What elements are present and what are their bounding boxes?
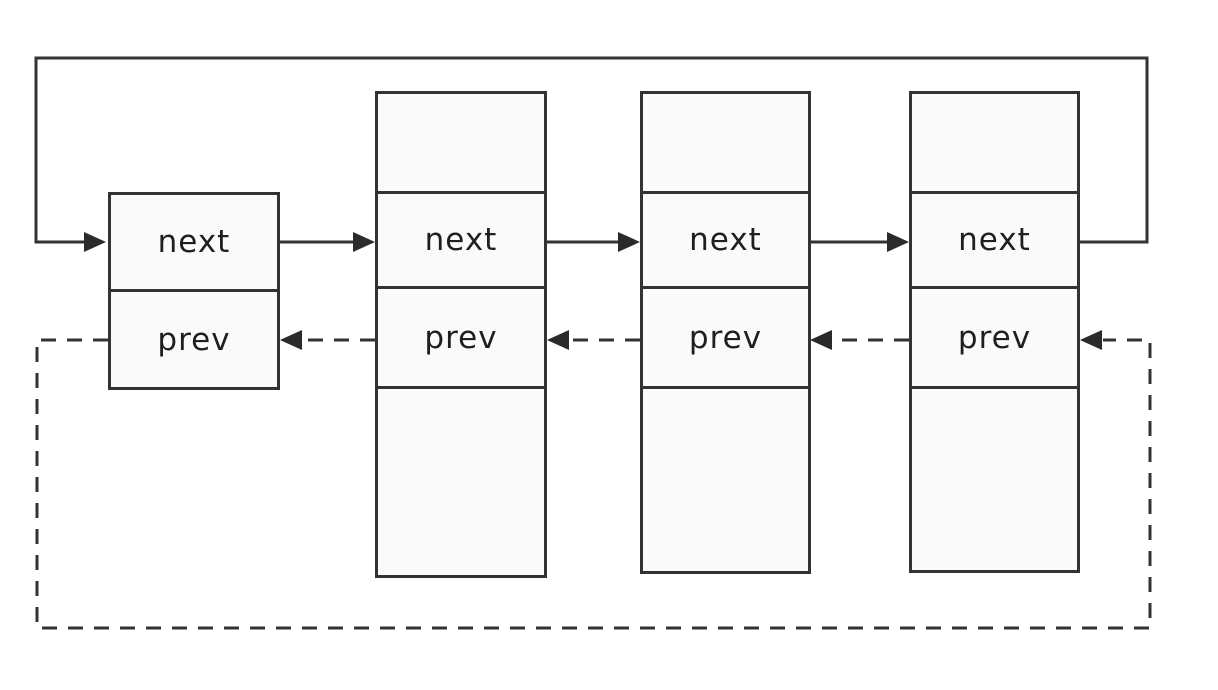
list-node-4: next prev <box>909 91 1080 573</box>
node3-next-label: next <box>689 222 762 258</box>
next-arrowhead-into-node4 <box>887 232 909 252</box>
node3-extra-cell <box>643 386 808 571</box>
next-loop-arrowhead-into-node1 <box>84 232 106 252</box>
node1-prev-label: prev <box>157 321 231 358</box>
node2-prev-cell: prev <box>378 286 544 386</box>
prev-loop-arrowhead-into-node4 <box>1080 330 1102 350</box>
list-node-1: next prev <box>108 192 280 390</box>
node4-next-cell: next <box>912 191 1077 286</box>
node3-prev-cell: prev <box>643 286 808 386</box>
list-node-2: next prev <box>375 91 547 578</box>
node3-data-cell <box>643 94 808 191</box>
node2-data-cell <box>378 94 544 191</box>
node4-extra-cell <box>912 386 1077 570</box>
node2-next-label: next <box>424 222 498 258</box>
node2-extra-cell <box>378 386 544 575</box>
prev-arrowhead-into-node3 <box>810 330 832 350</box>
list-node-3: next prev <box>640 91 811 574</box>
node3-prev-label: prev <box>688 319 763 356</box>
node4-data-cell <box>912 94 1077 191</box>
node1-prev-cell: prev <box>111 289 277 387</box>
node4-prev-label: prev <box>957 319 1032 356</box>
node4-next-label: next <box>958 222 1031 258</box>
node4-prev-cell: prev <box>912 286 1077 386</box>
next-arrowhead-into-node2 <box>353 232 375 252</box>
node2-next-cell: next <box>378 191 544 286</box>
node2-prev-label: prev <box>424 319 498 356</box>
prev-arrowhead-into-node2 <box>547 330 569 350</box>
node1-next-label: next <box>157 224 231 260</box>
next-arrowhead-into-node3 <box>618 232 640 252</box>
node1-next-cell: next <box>111 195 277 289</box>
node3-next-cell: next <box>643 191 808 286</box>
prev-arrowhead-into-node1 <box>280 330 302 350</box>
